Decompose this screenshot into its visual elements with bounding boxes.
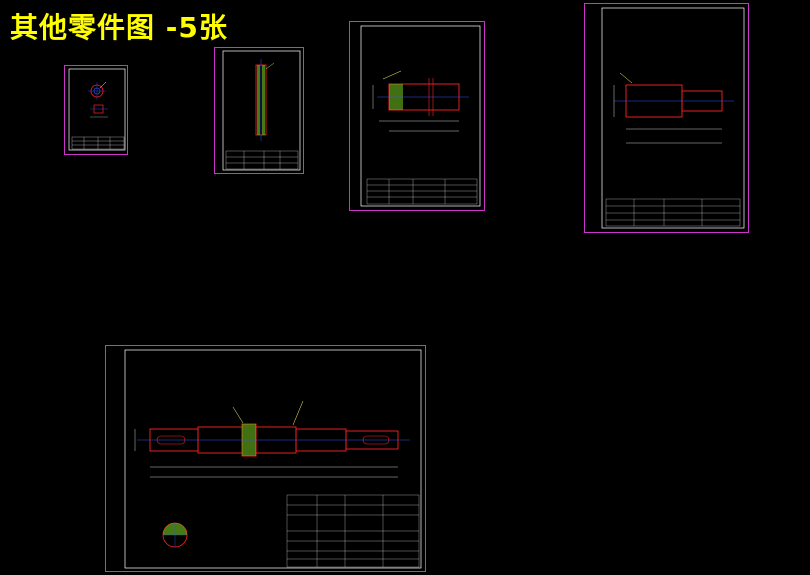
drawing-sheet-5[interactable] <box>105 345 426 572</box>
drawing-sheet-4[interactable] <box>584 3 749 233</box>
drawing-sheet-1[interactable] <box>64 65 128 155</box>
page-title: 其他零件图 -5张 <box>10 11 228 44</box>
drawing-sheet-2[interactable] <box>214 47 304 174</box>
drawing-sheet-3[interactable] <box>349 21 485 211</box>
